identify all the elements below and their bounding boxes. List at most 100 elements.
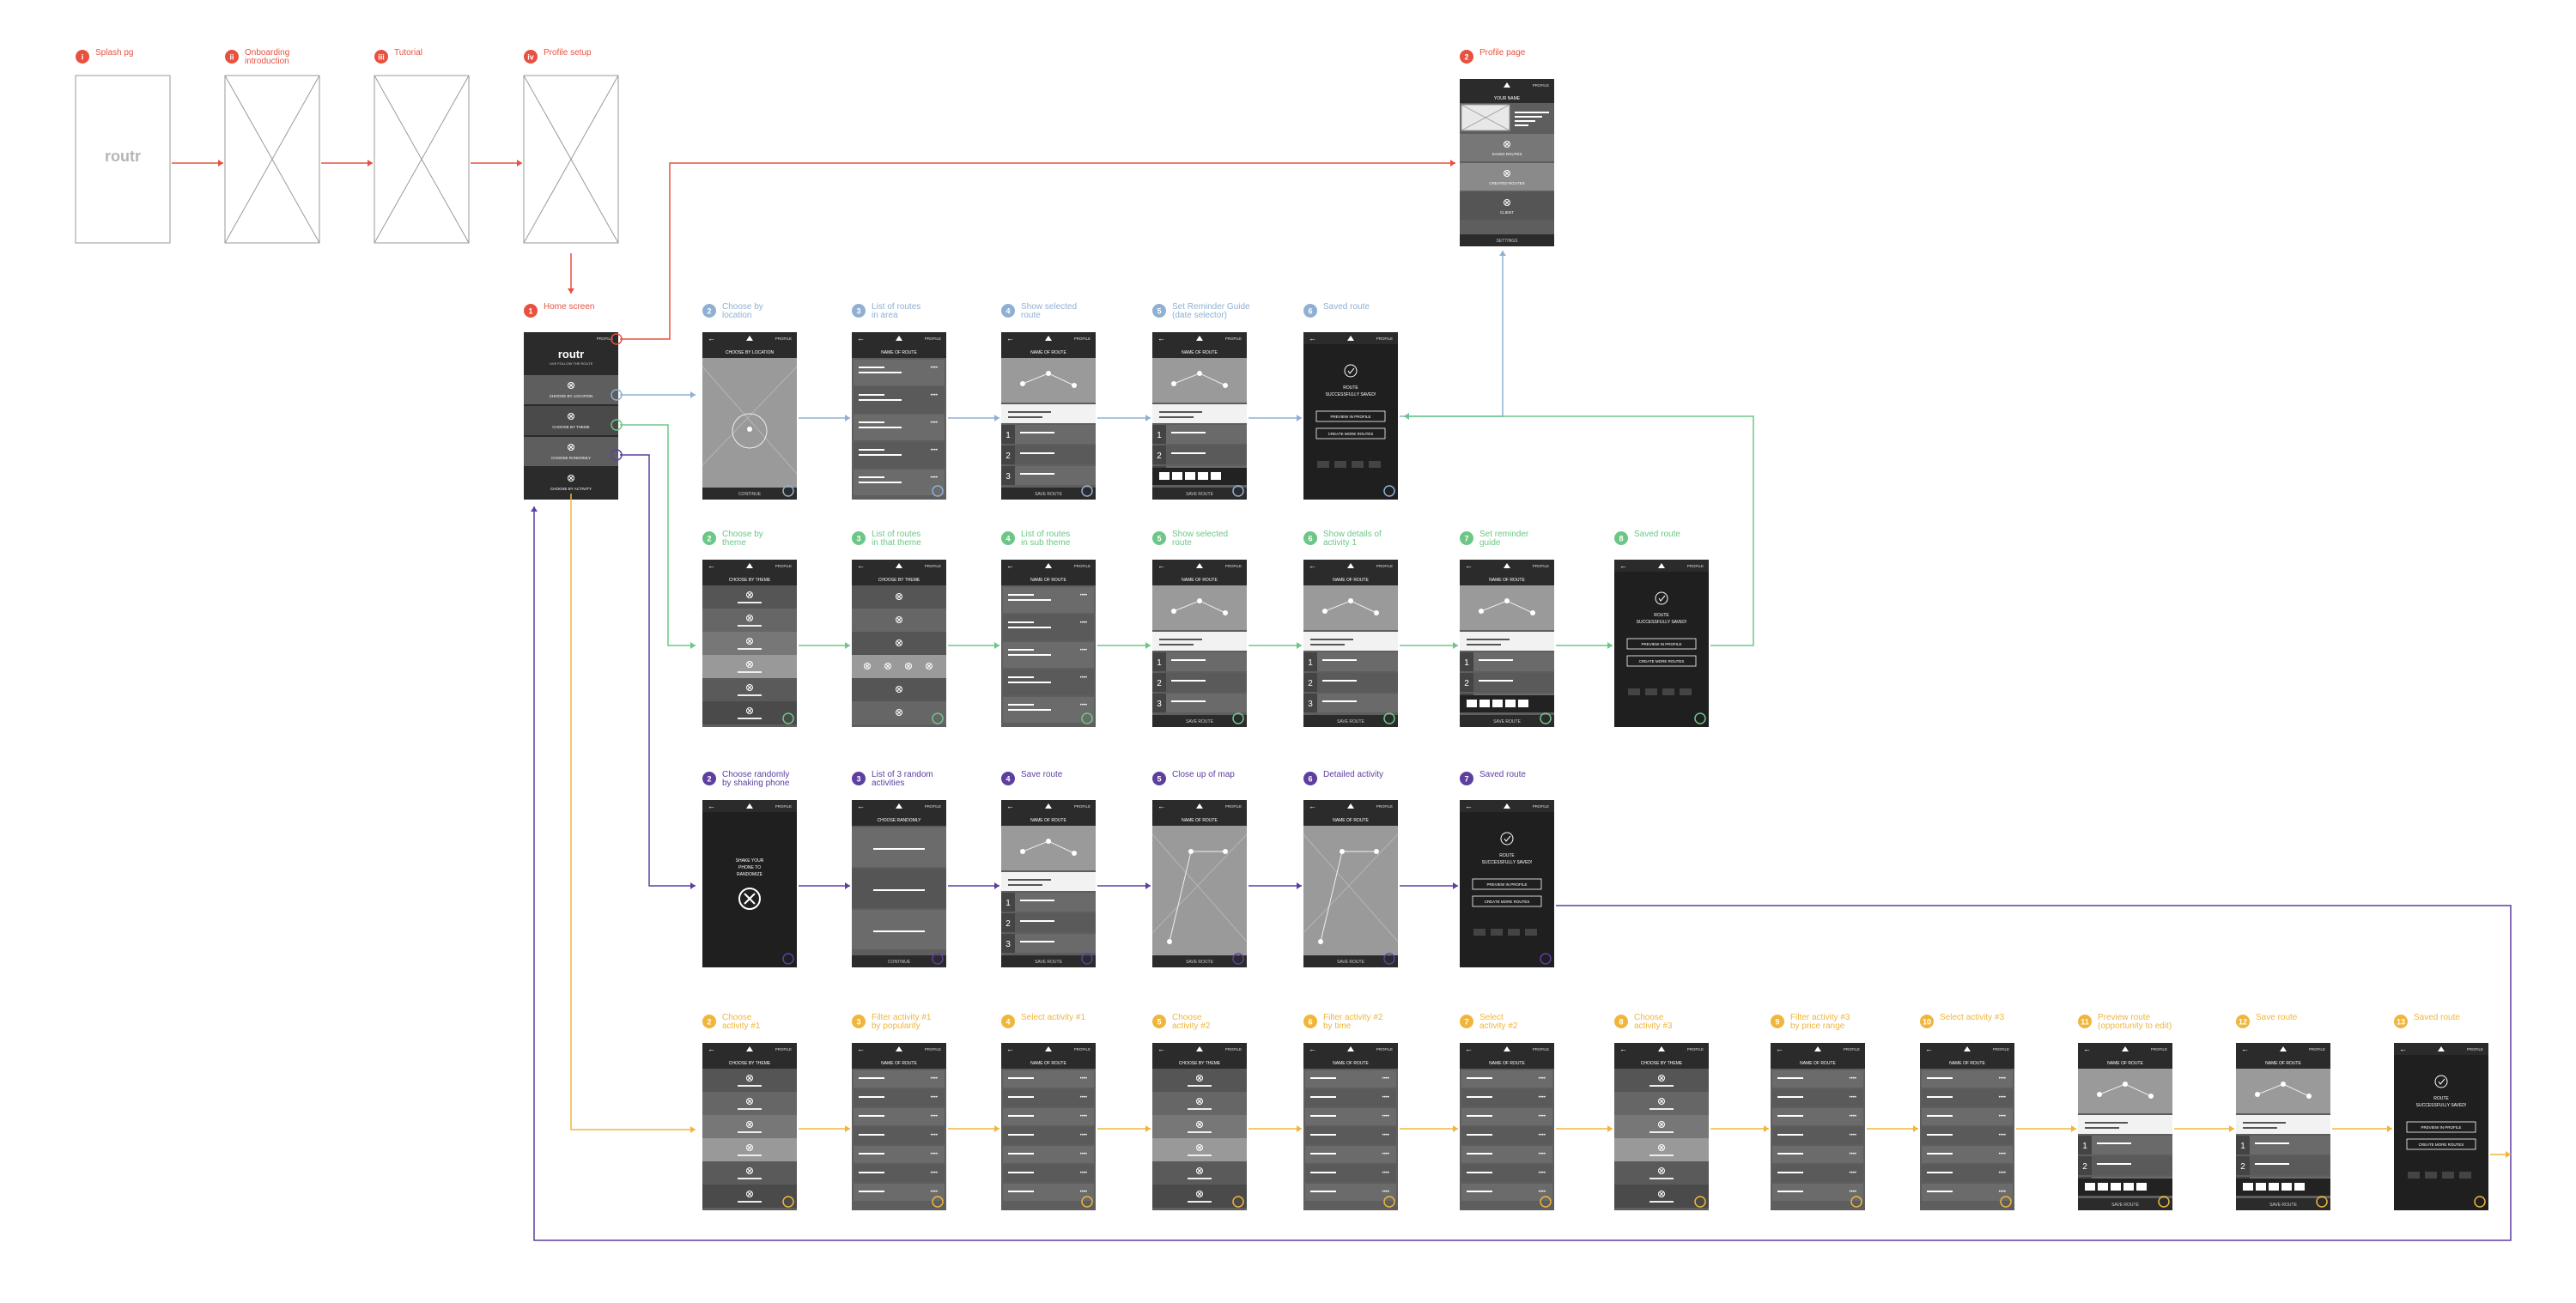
route-summary [2236, 1115, 2330, 1134]
connector-arrow [1097, 882, 1151, 889]
rating-dots: •••• [931, 393, 938, 398]
option-icon-stroke [1659, 1191, 1664, 1197]
screen-footer [1303, 715, 1398, 727]
back-arrow-icon: ← [1619, 1045, 1627, 1053]
screen-body-dark [2394, 1043, 2488, 1210]
rating-dots: •••• [1539, 1114, 1546, 1119]
placeholder-cross [374, 75, 470, 244]
activity-number-cell [1152, 652, 1166, 671]
step-number-badge [852, 304, 866, 318]
date-box [2269, 1183, 2279, 1191]
step-title: Saved route [1634, 530, 1680, 539]
interaction-hotspot [1081, 953, 1093, 965]
option-icon-stroke [747, 1076, 752, 1081]
screen-title: NAME OF ROUTE [1489, 578, 1525, 583]
row-text-line [1777, 1115, 1803, 1117]
step-number-badge [852, 531, 866, 545]
connector-arrow [471, 160, 522, 167]
list-row [1003, 1184, 1094, 1201]
home-icon [2280, 1046, 2287, 1051]
text-line [1515, 112, 1549, 113]
screen-title: NAME OF ROUTE [1333, 1061, 1369, 1066]
home-tagline: LIVE FOLLOW THE ROUTE [550, 361, 593, 366]
step-number-badge [1460, 50, 1473, 64]
saved-message: SUCCESSFULLY SAVED! [1482, 860, 1533, 865]
connector-arrow [570, 494, 696, 1133]
row-text-line [1310, 1191, 1336, 1192]
connector-line [620, 454, 696, 887]
profile-link: PROFILE [1993, 1047, 2009, 1051]
step-number-badge [702, 531, 716, 545]
row-text-line [1008, 599, 1051, 601]
arrow-head [1499, 251, 1506, 256]
step-number-badge [1303, 531, 1317, 545]
random-activity [852, 827, 946, 867]
rating-dots: •••• [1539, 1171, 1546, 1176]
map-pin-icon [1318, 939, 1323, 944]
connector-arrow [620, 391, 696, 398]
connector-arrow [1556, 1125, 1613, 1132]
profile-link: PROFILE [1074, 564, 1091, 568]
option-icon [746, 638, 753, 645]
check-icon [1344, 364, 1358, 378]
activity-row [1166, 694, 1247, 712]
list-row [1461, 1127, 1552, 1144]
screen-title-bar [702, 572, 797, 585]
option-icon [1658, 1191, 1665, 1197]
option-label-line [1649, 1131, 1674, 1133]
list-row [1305, 1070, 1396, 1088]
screen-title-bar [1152, 812, 1247, 826]
row-text-line [1927, 1115, 1953, 1117]
list-row [1772, 1184, 1863, 1201]
map-pin-icon [1046, 839, 1051, 844]
activity-number: 1 [1308, 658, 1313, 668]
route-summary [1001, 404, 1096, 423]
share-icon [1473, 929, 1485, 936]
step-number-badge [852, 1015, 866, 1028]
footer-label: SAVE ROUTE [1186, 719, 1214, 724]
step-number: 3 [856, 1018, 860, 1027]
step-title: activities [872, 779, 904, 788]
step-title: Choose [722, 1013, 752, 1022]
option-icon [1504, 199, 1510, 206]
rating-dots: •••• [1539, 1190, 1546, 1195]
date-box [2294, 1183, 2305, 1191]
activity-row [1015, 466, 1096, 485]
map-pin-icon [1504, 598, 1510, 603]
option-icon-stroke [747, 708, 752, 713]
screen-title-bar [1001, 344, 1096, 358]
option-icon [1658, 1144, 1665, 1151]
rating-dots: •••• [1382, 1076, 1389, 1082]
option-icon [1196, 1121, 1203, 1128]
date-box [2281, 1183, 2292, 1191]
option-icon-stroke [927, 664, 932, 669]
option-label-line [738, 718, 762, 719]
activity-text-line [2255, 1142, 2289, 1144]
connector-arrow [1867, 1125, 1918, 1132]
option-icon [568, 382, 574, 389]
list-row [1772, 1070, 1863, 1088]
row-text-line [1777, 1153, 1803, 1155]
map-pin-icon [1072, 383, 1077, 388]
back-arrow-icon: ← [857, 1045, 865, 1053]
step-title: Show selected [1172, 530, 1228, 539]
rating-dots: •••• [1539, 1152, 1546, 1157]
menu-option [702, 1115, 797, 1138]
screen-title: NAME OF ROUTE [1333, 578, 1369, 583]
arrow-head [845, 642, 850, 649]
step-title: Choose [1634, 1013, 1664, 1022]
connector-arrow [1097, 415, 1151, 421]
list-row [1305, 1184, 1396, 1201]
step-title: introduction [245, 57, 289, 66]
option-label-line [738, 1131, 762, 1133]
arrow-head [1145, 882, 1151, 889]
back-arrow-icon: ← [2241, 1045, 2249, 1053]
home-icon [1964, 1046, 1971, 1051]
